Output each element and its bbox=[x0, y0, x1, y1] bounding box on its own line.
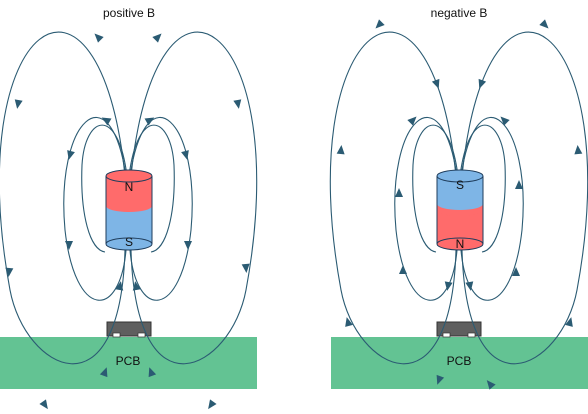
arrow-icon bbox=[444, 281, 453, 291]
hall-sensor-chip bbox=[436, 321, 482, 337]
magnet-pole-bottom-label: S bbox=[125, 235, 133, 249]
arrow-icon bbox=[65, 241, 73, 250]
field-line-outer-left bbox=[0, 31, 126, 365]
magnet-pole-top-label: N bbox=[125, 180, 134, 194]
magnet-pole-bottom-label: N bbox=[456, 237, 465, 251]
arrow-icon bbox=[5, 267, 14, 277]
arrow-icon bbox=[395, 188, 403, 197]
hall-sensor-chip bbox=[106, 321, 152, 337]
field-line-outer-right bbox=[461, 31, 588, 365]
arrow-icon bbox=[431, 78, 440, 89]
sensor-pad-right bbox=[467, 332, 476, 338]
arrow-icon bbox=[345, 317, 353, 327]
arrow-icon bbox=[208, 399, 217, 410]
field-arrows bbox=[5, 33, 250, 410]
magnet-pole-top-label: S bbox=[456, 178, 464, 192]
field-line-tight-right bbox=[128, 124, 175, 253]
arrow-icon bbox=[486, 380, 496, 390]
arrow-icon bbox=[465, 281, 474, 291]
arrow-icon bbox=[539, 19, 549, 29]
pcb-label: PCB bbox=[447, 354, 472, 368]
field-line-inner-left bbox=[394, 116, 458, 301]
pcb-board bbox=[0, 337, 257, 389]
panel-title: negative B bbox=[431, 6, 488, 20]
magnet: S N bbox=[436, 169, 484, 251]
arrow-icon bbox=[436, 374, 445, 385]
arrow-icon bbox=[478, 78, 487, 89]
field-arrows bbox=[336, 19, 583, 390]
field-line-outer-left bbox=[329, 31, 457, 365]
arrow-icon bbox=[512, 267, 520, 276]
field-line-inner-right bbox=[460, 116, 524, 301]
arrow-icon bbox=[233, 99, 242, 109]
arrow-icon bbox=[14, 99, 23, 109]
magnet-boundary bbox=[437, 204, 483, 216]
arrow-icon bbox=[132, 281, 141, 291]
arrow-icon bbox=[39, 399, 48, 410]
field-line-tight-left bbox=[412, 124, 459, 253]
arrow-icon bbox=[500, 116, 510, 126]
arrow-icon bbox=[574, 145, 583, 155]
sensor-pad-left bbox=[442, 332, 451, 338]
arrow-icon bbox=[148, 367, 157, 378]
field-line-outer-right bbox=[130, 31, 258, 365]
panel-positive-b: PCB bbox=[0, 6, 258, 410]
arrow-icon bbox=[565, 317, 573, 327]
arrow-icon bbox=[181, 150, 189, 160]
arrow-icon bbox=[515, 180, 523, 189]
panel-title: positive B bbox=[103, 6, 155, 20]
arrow-icon bbox=[407, 116, 417, 126]
pcb-board bbox=[331, 337, 588, 389]
arrow-icon bbox=[375, 19, 385, 29]
arrow-icon bbox=[336, 145, 345, 155]
arrow-icon bbox=[99, 367, 108, 378]
field-line-tight-left bbox=[81, 124, 128, 253]
sensor-pad-left bbox=[112, 332, 121, 338]
field-lines bbox=[329, 31, 588, 365]
arrow-icon bbox=[399, 265, 407, 274]
arrow-icon bbox=[184, 241, 192, 250]
magnet-boundary bbox=[106, 206, 152, 218]
arrow-icon bbox=[101, 117, 112, 126]
panel-negative-b: PCB bbox=[329, 6, 588, 390]
arrow-icon bbox=[144, 117, 155, 126]
pcb-label: PCB bbox=[116, 354, 141, 368]
magnet: N S bbox=[105, 169, 153, 251]
field-line-tight-right bbox=[459, 124, 506, 253]
arrow-icon bbox=[241, 263, 250, 273]
arrow-icon bbox=[115, 281, 124, 291]
arrow-icon bbox=[152, 33, 162, 43]
sensor-pad-right bbox=[137, 332, 146, 338]
arrow-icon bbox=[67, 150, 75, 160]
arrow-icon bbox=[94, 33, 104, 43]
